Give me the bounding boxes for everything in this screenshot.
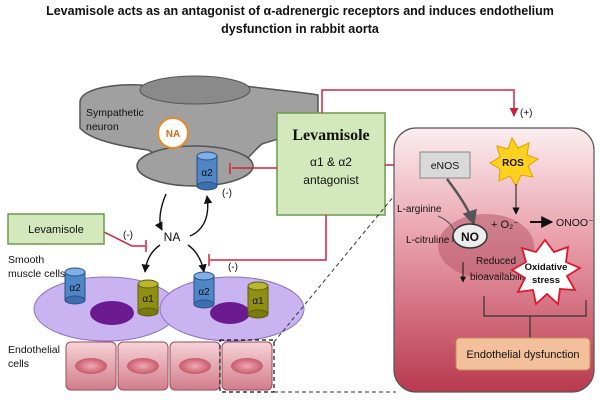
right-alpha2-label: α2 bbox=[198, 287, 210, 298]
zoom-line-top bbox=[273, 195, 395, 343]
oxidative-stress-burst: Oxidative stress bbox=[510, 238, 582, 306]
endothelial-dysfunction-box: Endothelial dysfunction bbox=[455, 337, 591, 371]
neuron-label-line-1: Sympathetic bbox=[86, 107, 144, 119]
title-line-1: Levamisole acts as an antagonist of α-ad… bbox=[46, 4, 554, 18]
endothelial-cell bbox=[169, 341, 221, 391]
enos-box: eNOS bbox=[419, 151, 471, 179]
na-to-left-cell-arrow bbox=[141, 244, 161, 273]
alpha1-inhibit-sign: (-) bbox=[123, 230, 133, 241]
reduced-label-line-1: Reduced bbox=[476, 256, 516, 267]
endothelial-cell-highlighted bbox=[221, 341, 273, 391]
dysfunction-bracket bbox=[483, 296, 587, 317]
levamisole-box-title: Levamisole bbox=[292, 127, 369, 144]
reduced-label-line-2: bioavailability bbox=[470, 272, 529, 283]
endothelial-dysfunction-label: Endothelial dysfunction bbox=[466, 349, 579, 361]
diagram-title: Levamisole acts as an antagonist of α-ad… bbox=[0, 2, 600, 38]
no-label: NO bbox=[461, 230, 479, 244]
peroxynitrite-label: ONOO⁻ bbox=[556, 217, 594, 229]
enos-label: eNOS bbox=[431, 160, 460, 172]
endothelial-cell bbox=[65, 341, 117, 391]
na-vesicle bbox=[157, 117, 189, 149]
right-alpha1-receptor: α1 bbox=[247, 281, 269, 319]
na-release-arrow bbox=[154, 193, 167, 231]
levamisole-box-receptors: α1 & α2 bbox=[310, 155, 352, 169]
ros-stimulate-sign: (+) bbox=[520, 108, 533, 119]
na-to-right-cell-arrow bbox=[187, 244, 207, 273]
alpha2-inhibit-sign: (-) bbox=[228, 262, 238, 273]
na-transmitter-label: NA bbox=[164, 230, 181, 244]
endothelial-cell bbox=[117, 341, 169, 391]
smooth-muscle-cell-right bbox=[159, 276, 305, 342]
oxidative-label-line-1: Oxidative bbox=[525, 262, 568, 273]
levamisole-box-role: antagonist bbox=[303, 173, 359, 187]
endothelial-label-line-1: Endothelial bbox=[8, 344, 60, 356]
left-alpha2-label: α2 bbox=[69, 283, 81, 294]
superoxide-label: + O₂⁻ bbox=[491, 219, 519, 231]
neuron-label-line-2: neuron bbox=[86, 121, 119, 133]
presynaptic-alpha2-receptor: α2 bbox=[196, 151, 218, 191]
no-bubble: NO bbox=[452, 223, 488, 249]
lcitruline-label: L-citruline bbox=[406, 235, 450, 246]
title-line-2: dysfunction in rabbit aorta bbox=[221, 22, 379, 36]
left-alpha2-receptor: α2 bbox=[64, 267, 86, 305]
left-alpha1-receptor: α1 bbox=[137, 279, 159, 317]
presynaptic-inhibit-sign: (-) bbox=[222, 188, 232, 199]
na-to-alpha2-feedback-arrow bbox=[189, 195, 213, 237]
presynaptic-alpha2-label: α2 bbox=[201, 168, 213, 179]
levamisole-small-label: Levamisole bbox=[28, 224, 84, 236]
enos-to-no-arrow bbox=[446, 178, 477, 226]
smooth-muscle-label-line-2: muscle cells bbox=[8, 268, 65, 280]
left-alpha1-label: α1 bbox=[142, 294, 154, 305]
na-vesicle-label: NA bbox=[166, 129, 180, 140]
endothelial-label-line-2: cells bbox=[8, 358, 29, 370]
smooth-muscle-label-line-1: Smooth bbox=[8, 254, 44, 266]
oxidative-label-line-2: stress bbox=[532, 275, 560, 286]
levamisole-antagonist-box: Levamisole α1 & α2 antagonist bbox=[276, 112, 386, 216]
larginine-label: L-arginine bbox=[397, 204, 442, 215]
sympathetic-neuron: Sympathetic neuron NA bbox=[79, 75, 319, 187]
zoom-selection-box bbox=[219, 339, 275, 393]
ros-label: ROS bbox=[502, 158, 524, 169]
endothelial-cell-row bbox=[65, 339, 275, 393]
right-alpha1-label: α1 bbox=[252, 296, 264, 307]
endothelial-zoom-panel: eNOS ROS L-arginine L-citruline NO + O₂⁻… bbox=[393, 127, 595, 393]
levamisole-small-box: Levamisole bbox=[7, 213, 105, 245]
right-alpha2-receptor: α2 bbox=[193, 271, 215, 309]
